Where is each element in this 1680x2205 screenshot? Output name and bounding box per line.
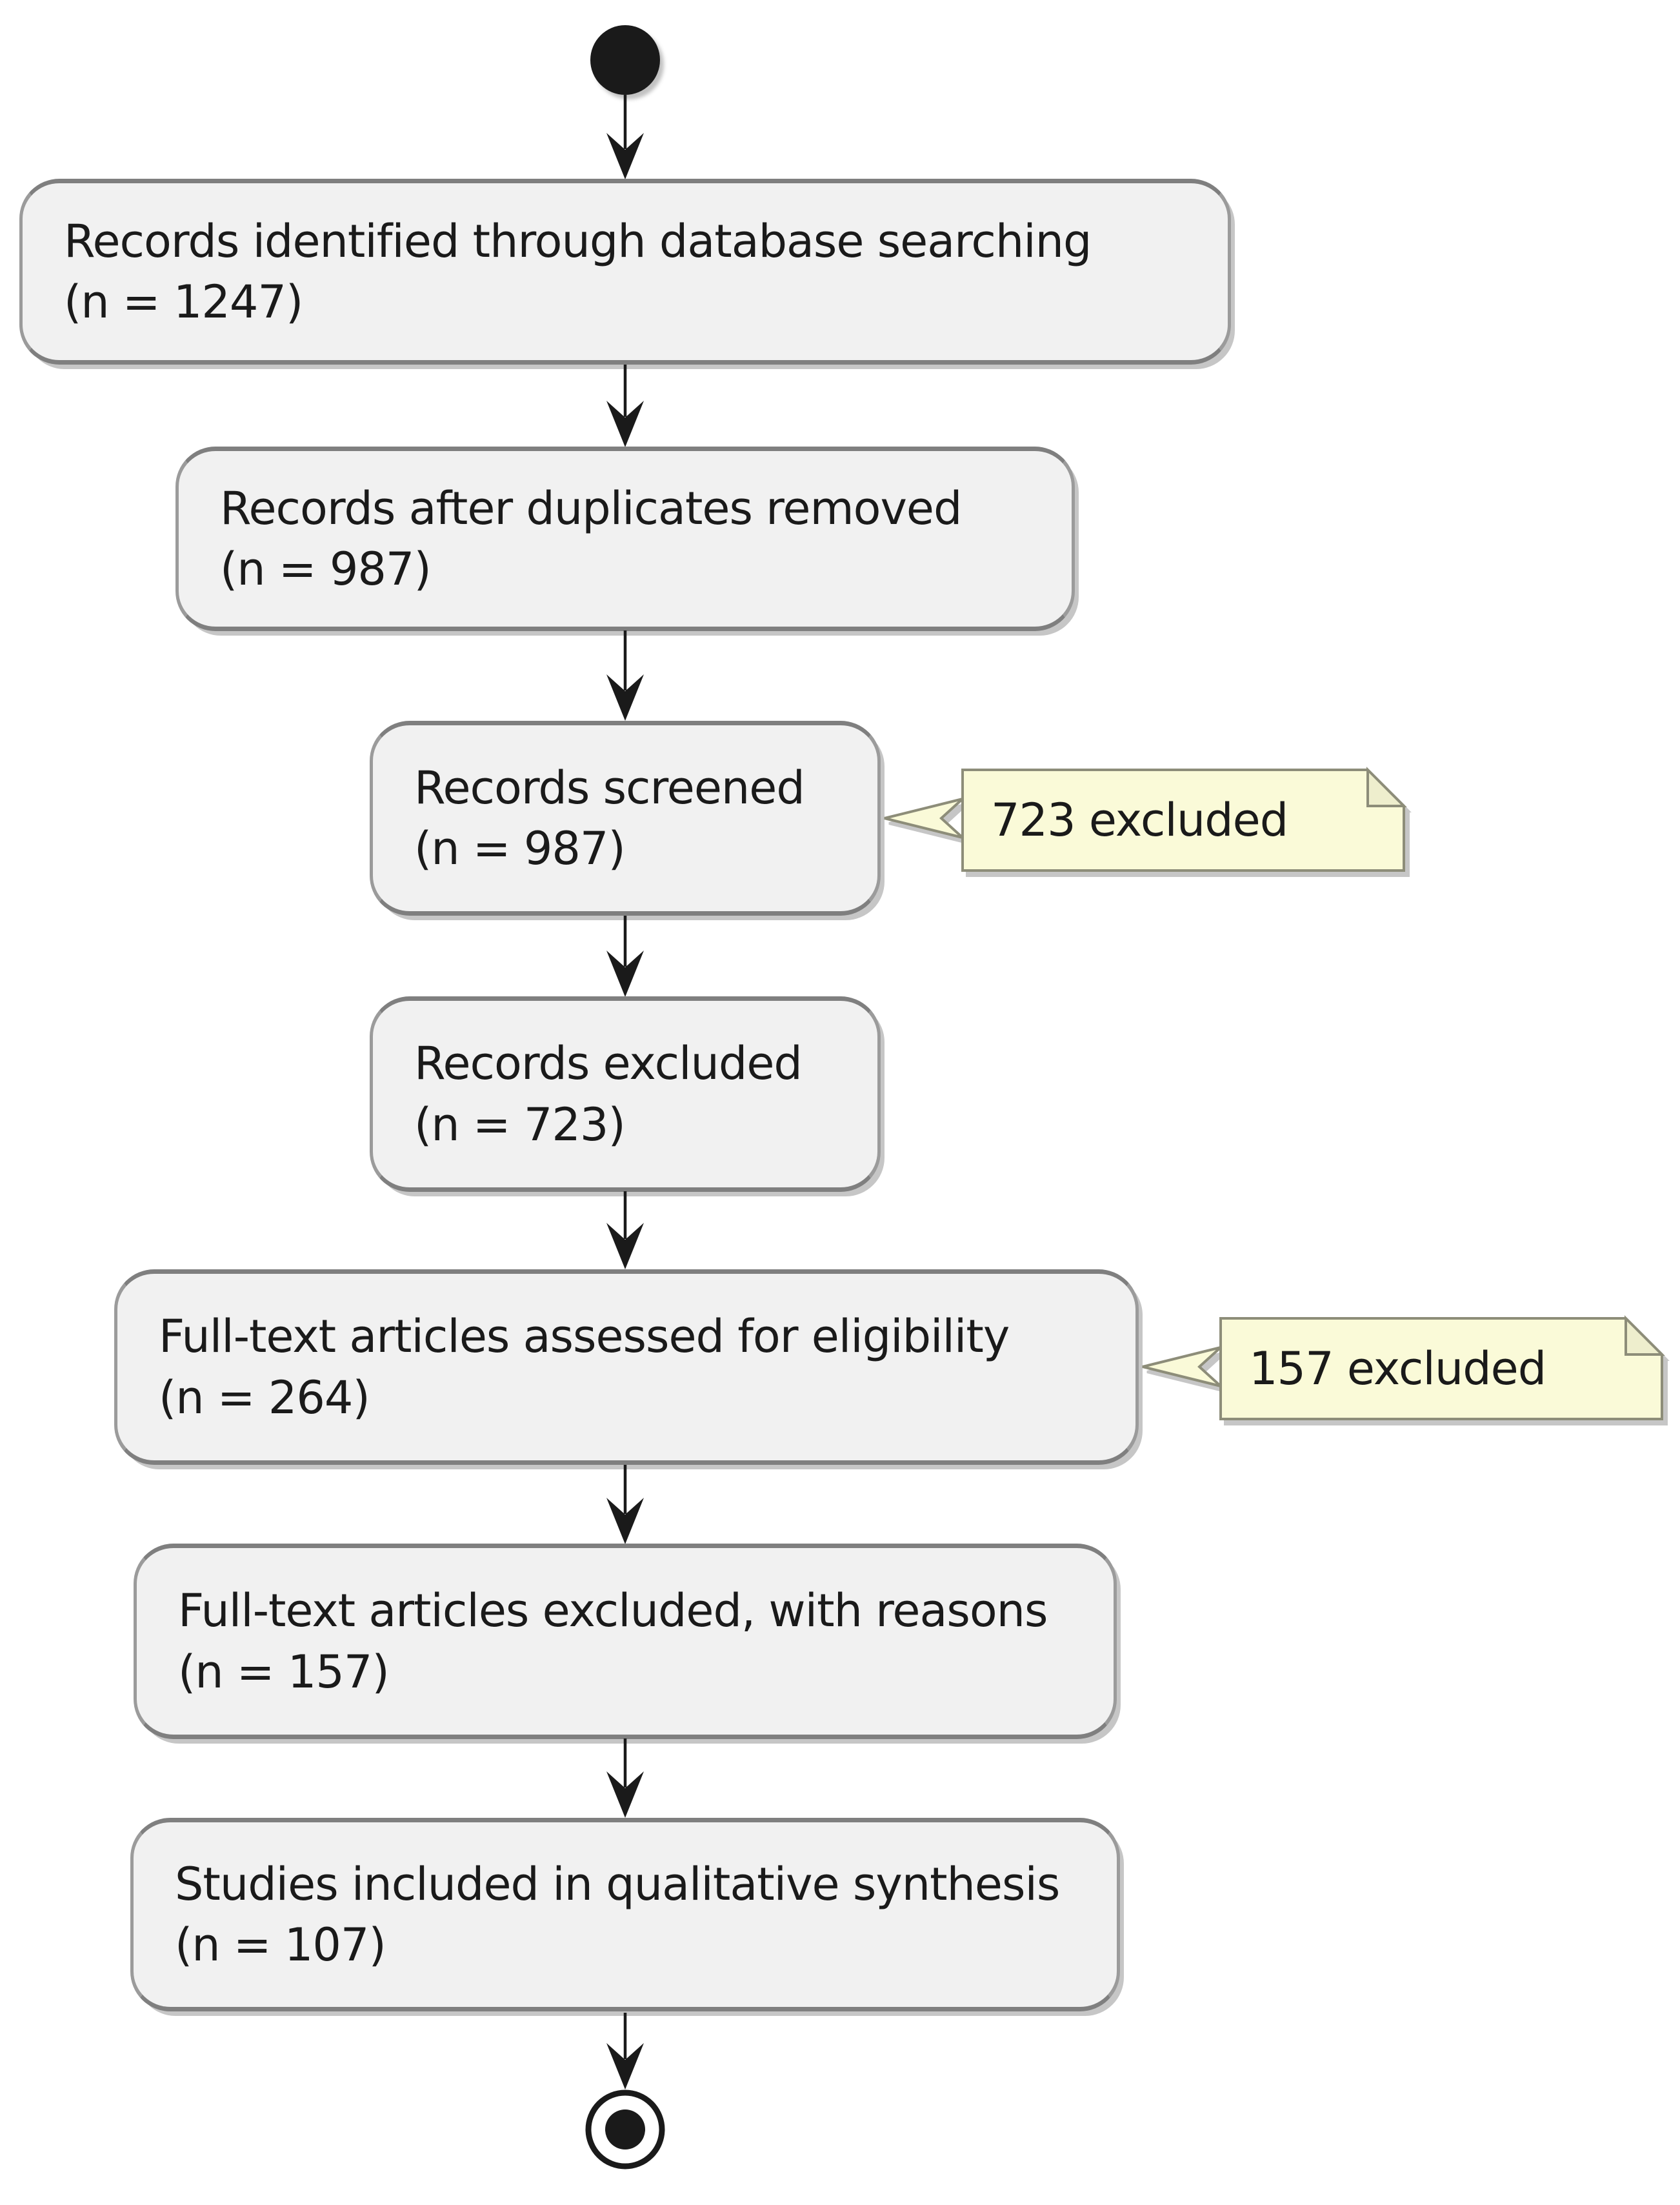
note-fulltext-excluded: 157 excluded: [1139, 1314, 1666, 1424]
activity-label: Records identified through database sear…: [64, 214, 1092, 268]
note-shape: [884, 767, 1407, 872]
activity-records-screened: Records screened (n = 987): [370, 721, 881, 916]
activity-studies-included: Studies included in qualitative synthesi…: [130, 1818, 1120, 2011]
note-records-screened-excluded: 723 excluded: [881, 765, 1408, 875]
flow-arrow-5: [606, 1191, 644, 1269]
activity-count: (n = 987): [414, 822, 626, 875]
activity-fulltext-excluded: Full-text articles excluded, with reason…: [134, 1544, 1117, 1739]
activity-label: Full-text articles excluded, with reason…: [178, 1584, 1048, 1637]
activity-count: (n = 157): [178, 1645, 390, 1698]
activity-count: (n = 107): [175, 1918, 386, 1971]
note-fold-corner-icon: [1366, 767, 1407, 807]
note-fold-corner-icon: [1625, 1315, 1665, 1356]
flow-arrow-8: [606, 2013, 644, 2089]
activity-count: (n = 987): [220, 543, 432, 596]
start-node: [590, 25, 660, 95]
activity-count: (n = 264): [159, 1371, 370, 1424]
flow-arrow-3: [606, 630, 644, 721]
activity-label: Records screened: [414, 761, 805, 814]
activity-label: Records after duplicates removed: [220, 481, 962, 535]
note-label: 723 excluded: [991, 794, 1288, 847]
arrowhead-icon: [606, 1223, 644, 1269]
note-pointer-icon: [1142, 1346, 1222, 1387]
note-shape: [1142, 1315, 1665, 1420]
activity-duplicates-removed: Records after duplicates removed (n = 98…: [175, 447, 1075, 631]
note-body: [1219, 1317, 1663, 1420]
flow-arrow-7: [606, 1738, 644, 1818]
activity-count: (n = 1247): [64, 276, 303, 328]
arrowhead-icon: [606, 1771, 644, 1818]
arrowhead-icon: [606, 2043, 644, 2089]
end-node-dot: [605, 2109, 645, 2150]
activity-fulltext-assessed: Full-text articles assessed for eligibil…: [114, 1269, 1139, 1465]
flow-arrow-2: [606, 365, 644, 447]
flow-arrow-4: [606, 916, 644, 997]
note-pointer-icon: [884, 798, 964, 839]
arrowhead-icon: [606, 674, 644, 721]
activity-records-identified: Records identified through database sear…: [19, 179, 1231, 365]
activity-label: Full-text articles assessed for eligibil…: [159, 1310, 1010, 1363]
activity-count: (n = 723): [414, 1098, 626, 1151]
activity-label: Studies included in qualitative synthesi…: [175, 1857, 1060, 1911]
note-body: [961, 769, 1405, 872]
arrowhead-icon: [606, 1498, 644, 1544]
activity-records-excluded: Records excluded (n = 723): [370, 996, 881, 1192]
flow-arrow-6: [606, 1465, 644, 1544]
note-label: 157 excluded: [1249, 1342, 1546, 1395]
arrowhead-icon: [606, 401, 644, 447]
arrowhead-icon: [606, 951, 644, 997]
end-node: [585, 2089, 665, 2170]
activity-label: Records excluded: [414, 1037, 803, 1090]
arrowhead-icon: [606, 133, 644, 179]
flow-arrow-1: [606, 95, 644, 179]
